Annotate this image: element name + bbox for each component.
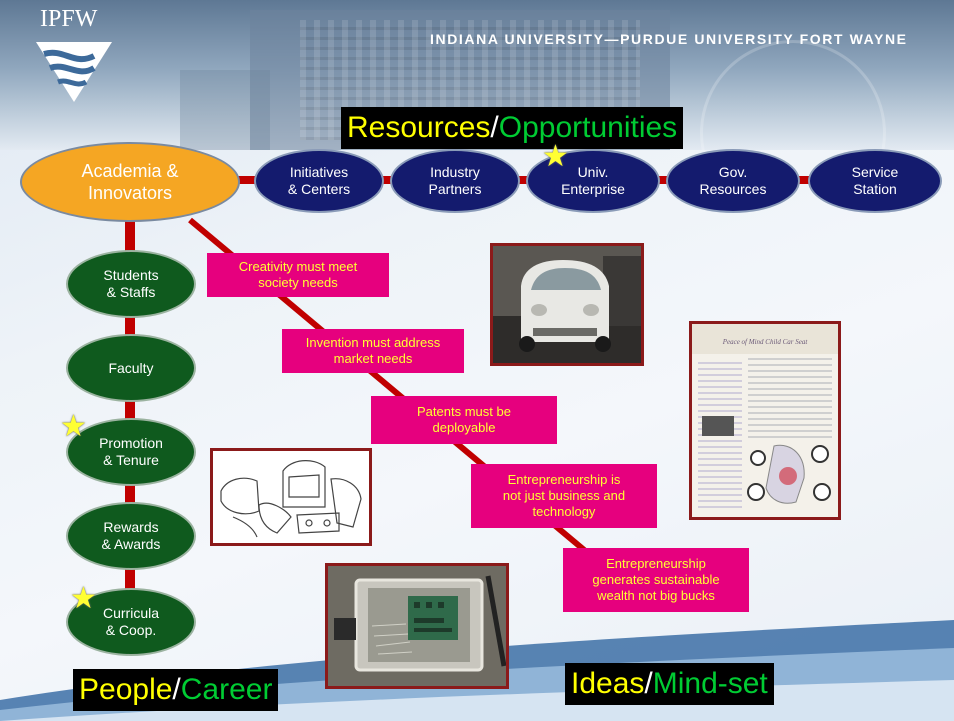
car-photo — [490, 243, 644, 366]
title-separator: / — [490, 111, 499, 144]
title-resources-opportunities: Resources/Opportunities — [341, 107, 684, 149]
star-icon: ★ — [60, 410, 87, 443]
title-career: Career — [180, 673, 273, 706]
title-separator: / — [644, 667, 653, 700]
ipfw-logo-icon — [36, 42, 112, 102]
poster-title: Peace of Mind Child Car Seat — [722, 338, 808, 346]
star-icon: ★ — [542, 140, 569, 173]
title-resources: Resources — [347, 111, 491, 144]
circuit-box-image — [328, 566, 506, 686]
circuit-box-photo — [325, 563, 509, 689]
node-initiatives-centers: Initiatives& Centers — [254, 149, 384, 213]
node-faculty: Faculty — [66, 334, 196, 402]
title-separator: / — [172, 673, 181, 706]
logo-text: IPFW — [40, 6, 98, 32]
car-image — [493, 246, 641, 363]
node-curricula-coop: Curricula& Coop. — [66, 588, 196, 656]
node-rewards-awards: Rewards& Awards — [66, 502, 196, 570]
star-icon: ★ — [70, 582, 97, 615]
header-banner: INDIANA UNIVERSITY—PURDUE UNIVERSITY FOR… — [0, 0, 954, 150]
child-car-seat-poster: Peace of Mind Child Car Seat — [689, 321, 841, 520]
car-seat-diagram — [747, 444, 831, 504]
title-mindset: Mind-set — [652, 667, 768, 700]
car-parts-sketch — [210, 448, 372, 546]
node-gov-resources: Gov.Resources — [666, 149, 800, 213]
node-univ-enterprise: Univ.Enterprise — [526, 149, 660, 213]
title-people-career: People/Career — [73, 669, 279, 711]
car-parts-image — [220, 460, 362, 538]
institution-name: INDIANA UNIVERSITY—PURDUE UNIVERSITY FOR… — [430, 31, 908, 47]
title-opportunities: Opportunities — [498, 111, 678, 144]
title-ideas-mindset: Ideas/Mind-set — [565, 663, 774, 705]
node-promotion-tenure: Promotion& Tenure — [66, 418, 196, 486]
title-people: People — [79, 673, 173, 706]
hub-academia-innovators: Academia &Innovators — [20, 142, 240, 222]
node-students-staffs: Students& Staffs — [66, 250, 196, 318]
title-ideas: Ideas — [571, 667, 645, 700]
